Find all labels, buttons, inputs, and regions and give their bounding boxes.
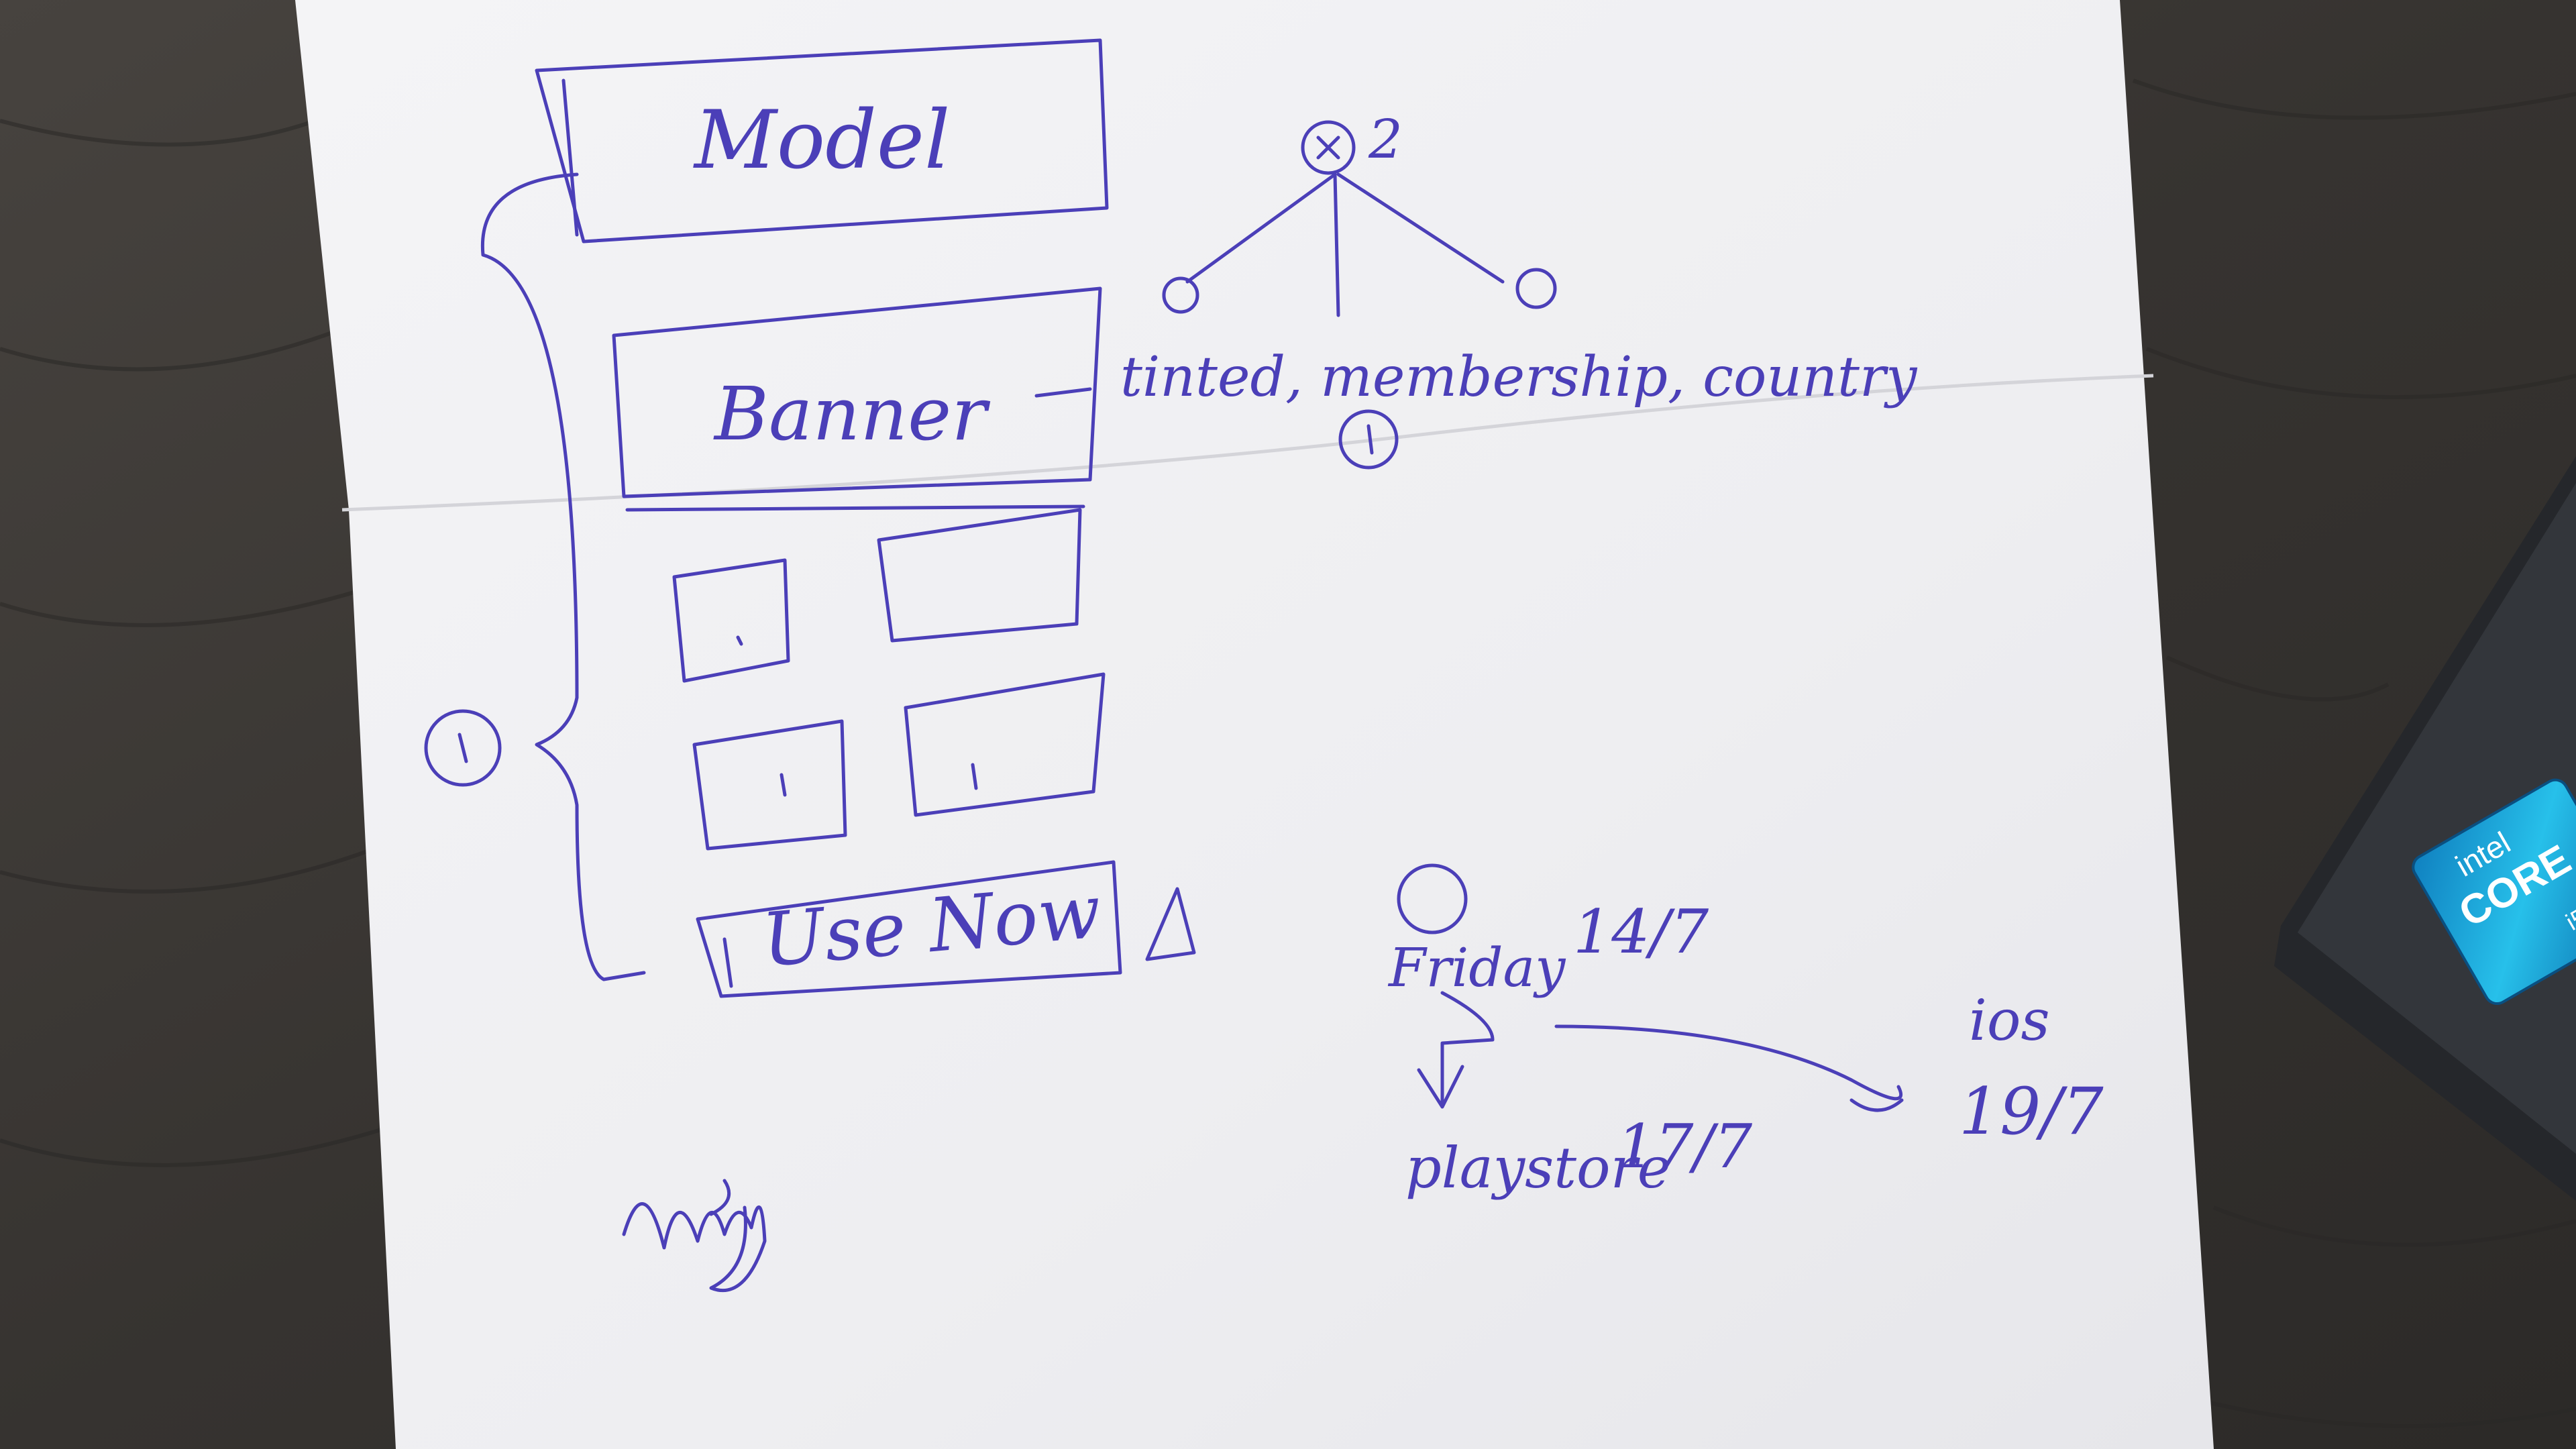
- tree-leaf-right: [1515, 268, 1557, 309]
- laptop-corner: intel CORE i5: [2274, 456, 2576, 1201]
- thumbnail-1: [672, 558, 790, 683]
- warning-triangle-icon: [1145, 887, 1196, 961]
- thumbnail-3: [692, 719, 847, 851]
- tree-leaves-text: tinted, membership, country: [1120, 345, 1918, 409]
- tree-root-number: 2: [1368, 108, 1403, 170]
- model-label: Model: [693, 94, 950, 187]
- tree-leaf-bottom: [1338, 409, 1399, 470]
- tree-leaf-left: [1162, 276, 1199, 314]
- down-arrow-icon: [1417, 991, 1495, 1109]
- curved-arrow-icon: [1554, 1024, 1904, 1112]
- step-1-circle: [424, 709, 502, 787]
- hand-sketch: [424, 38, 1904, 1293]
- banner-label: Banner: [713, 371, 991, 457]
- banner-box: [612, 286, 1102, 498]
- use-now-box: [696, 860, 1122, 998]
- step3-date-1: 14/7: [1573, 897, 1709, 967]
- thumbnail-4: [904, 672, 1106, 817]
- ios-label: ios: [1969, 987, 2050, 1053]
- playstore-label: playstore: [1405, 1135, 1670, 1201]
- tree-root-circle: [1301, 120, 1356, 175]
- brace-icon: [480, 172, 646, 981]
- thumbnail-2: [877, 508, 1082, 643]
- step-3-circle: [1397, 863, 1468, 934]
- wood-grain: [0, 78, 2576, 1428]
- ios-date: 19/7: [1959, 1074, 2104, 1149]
- step3-day: Friday: [1387, 936, 1566, 999]
- paper-sheet: [295, 0, 2214, 1449]
- playstore-date: 17/7: [1617, 1112, 1753, 1182]
- intel-core-sticker: intel CORE i5: [2412, 778, 2576, 1005]
- signature: [622, 1179, 767, 1293]
- model-box: [535, 38, 1109, 244]
